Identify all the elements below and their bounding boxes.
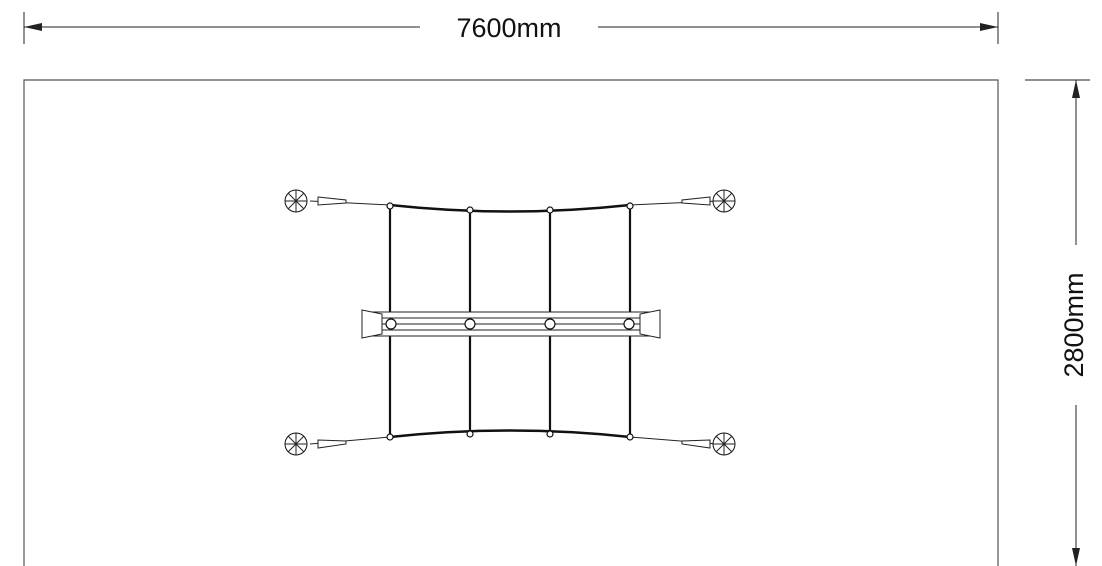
bottom-rope-assembly xyxy=(284,429,736,456)
width-dimension-label: 7600mm xyxy=(456,13,561,43)
central-log-beam xyxy=(361,309,661,339)
width-dimension: 7600mm xyxy=(23,12,999,44)
junction-top-3 xyxy=(546,206,554,214)
height-dimension-label: 2800mm xyxy=(1059,272,1089,377)
width-arrow-left-icon xyxy=(24,23,42,31)
width-arrow-right-icon xyxy=(980,23,998,31)
height-arrow-top-icon xyxy=(1072,80,1080,98)
top-left-tensioner xyxy=(317,196,347,206)
junction-top-2 xyxy=(466,206,474,214)
log-beam-end-cap-right xyxy=(639,309,661,339)
log-beam-end-cap-left xyxy=(361,309,383,339)
top-right-anchor-spokes xyxy=(713,190,735,212)
height-dimension: 2800mm xyxy=(1025,79,1090,566)
top-left-anchor-spokes xyxy=(285,190,307,212)
beam-clamp-2 xyxy=(464,318,476,330)
junction-bottom-3 xyxy=(546,430,554,438)
top-right-tensioner xyxy=(681,196,711,206)
junction-bottom-2 xyxy=(466,430,474,438)
rope-junctions xyxy=(386,202,634,441)
beam-clamp-1 xyxy=(385,318,397,330)
junction-bottom-1 xyxy=(386,433,394,441)
bottom-right-anchor-spokes xyxy=(713,433,735,455)
top-main-rope xyxy=(389,203,631,213)
beam-clamp-3 xyxy=(544,318,556,330)
height-arrow-bottom-icon xyxy=(1072,548,1080,566)
bottom-left-anchor-spokes xyxy=(285,433,307,455)
top-rope-assembly xyxy=(284,189,736,213)
junction-bottom-4 xyxy=(626,433,634,441)
junction-top-1 xyxy=(386,202,394,210)
junction-top-4 xyxy=(626,202,634,210)
beam-clamp-4 xyxy=(623,318,635,330)
safety-zone-boundary xyxy=(23,79,999,566)
bottom-right-tensioner xyxy=(681,439,711,449)
bottom-left-tensioner xyxy=(317,439,347,449)
bottom-main-rope xyxy=(389,429,631,439)
